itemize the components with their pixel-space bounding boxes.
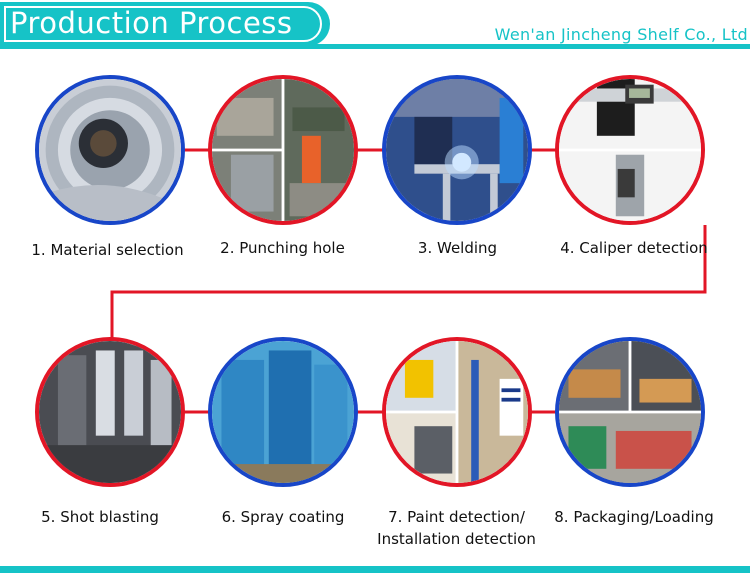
step-4-photo [555, 75, 705, 225]
spray-coating-image [212, 341, 354, 483]
shot-blasting-image [39, 341, 181, 483]
step-6-photo [208, 337, 358, 487]
title-banner-border [4, 6, 322, 42]
step-7-label: 7. Paint detection/ Installation detecti… [364, 506, 549, 550]
row-transition-connector [110, 225, 707, 340]
step-7-photo [382, 337, 532, 487]
step-8-photo [555, 337, 705, 487]
step-1-photo [35, 75, 185, 225]
step-6-label: 6. Spray coating [221, 508, 345, 526]
header-underline [0, 44, 750, 49]
punching-machine-image [212, 79, 354, 221]
inspection-image [386, 341, 528, 483]
step-4-label: 4. Caliper detection [560, 239, 708, 257]
step-7-label-line2: Installation detection [377, 530, 536, 548]
header: Production Process Wen'an Jincheng Shelf… [0, 0, 750, 52]
footer-line [0, 566, 750, 573]
step-1-label: 1. Material selection [31, 241, 184, 259]
step-8-label: 8. Packaging/Loading [554, 508, 714, 526]
step-2-label: 2. Punching hole [220, 239, 345, 257]
packaging-loading-image [559, 341, 701, 483]
caliper-image [559, 79, 701, 221]
step-2-photo [208, 75, 358, 225]
step-5-photo [35, 337, 185, 487]
step-7-label-line1: 7. Paint detection/ [388, 508, 525, 526]
welding-image [386, 79, 528, 221]
title-banner: Production Process [0, 2, 330, 46]
step-3-photo [382, 75, 532, 225]
step-5-label: 5. Shot blasting [41, 508, 159, 526]
steel-coil-image [39, 79, 181, 221]
step-3-label: 3. Welding [417, 239, 498, 257]
company-name: Wen'an Jincheng Shelf Co., Ltd [494, 25, 748, 44]
page-title: Production Process [10, 6, 293, 40]
